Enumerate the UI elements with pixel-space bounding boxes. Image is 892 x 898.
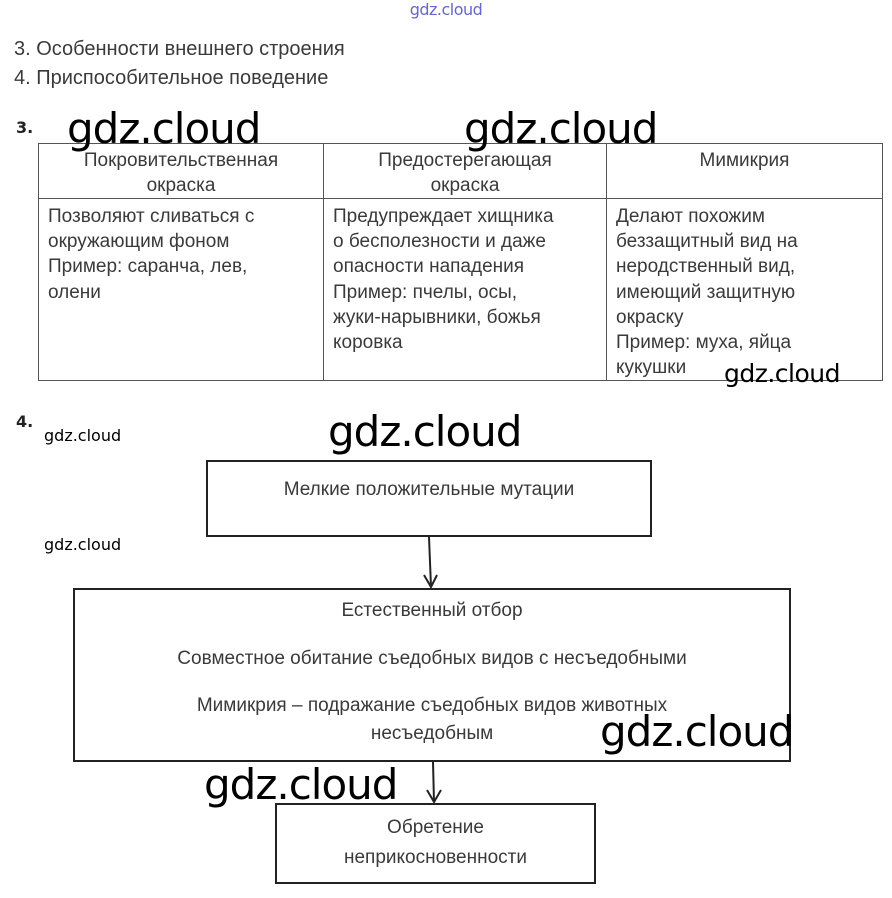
table-row: Позволяют сливаться с окружающим фоном П… [38, 197, 883, 382]
section-3-number: 3. [16, 118, 34, 137]
cell-line: Пример: муха, яйца [616, 332, 792, 354]
cell-line: жуки-нарывники, божья [333, 306, 541, 328]
watermark: gdz.cloud [67, 104, 261, 153]
cell-line: Пример: саранча, лев, [48, 256, 248, 278]
header-cell-mimicry: Мимикрия [606, 143, 883, 199]
section-4-number: 4. [16, 412, 34, 431]
header-text: окраска [430, 175, 500, 196]
list-item: 4. Приспособительное поведение [14, 67, 329, 89]
watermark: gdz.cloud [204, 760, 398, 809]
result-box: Обретение неприкосновенности [275, 803, 596, 884]
watermark: gdz.cloud [724, 359, 841, 388]
cell-line: Делают похожим [616, 206, 765, 227]
watermark: gdz.cloud [328, 407, 522, 456]
cell-line: неродственный вид, [616, 256, 796, 278]
watermark: gdz.cloud [44, 426, 122, 445]
cell-line: Пример: пчелы, осы, [333, 281, 518, 303]
header-watermark: gdz.cloud [409, 0, 483, 19]
cell-line: Предупреждает хищника [333, 206, 554, 227]
box-text: несъедобным [370, 723, 494, 744]
cell-line: коровка [333, 332, 403, 354]
natural-selection-box: Естественный отбор Совместное обитание с… [73, 588, 791, 762]
box-text: неприкосновенности [344, 847, 527, 868]
header-text: окраска [146, 175, 216, 196]
cell-line: опасности нападения [333, 256, 525, 278]
cell-line: окраску [616, 306, 684, 328]
header-text: Предостерегающая [378, 150, 552, 171]
table-cell: Делают похожим беззащитный вид на неродс… [606, 197, 883, 382]
cell-line: о бесполезности и даже [333, 231, 546, 253]
header-cell-warning: Предостерегающая окраска [323, 143, 607, 199]
watermark: gdz.cloud [44, 535, 122, 554]
box-title: Естественный отбор [341, 600, 523, 621]
adaptation-table: Покровительственная окраска Предостерега… [38, 143, 883, 382]
table-cell: Предупреждает хищника о бесполезности и … [323, 197, 607, 382]
cell-line: окружающим фоном [48, 231, 230, 253]
cell-line: Позволяют сливаться с [48, 206, 255, 227]
box-text: Мимикрия – подражание съедобных видов жи… [196, 695, 668, 716]
header-cell-protective: Покровительственная окраска [38, 143, 324, 199]
header-text: Покровительственная [83, 150, 279, 171]
box-text: Обретение [387, 817, 484, 838]
header-text: Мимикрия [699, 150, 790, 171]
cell-line: кукушки [616, 357, 687, 379]
box-text: Мелкие положительные мутации [283, 479, 575, 500]
cell-line: олени [48, 281, 101, 303]
table-header-row: Покровительственная окраска Предостерега… [38, 143, 883, 199]
cell-line: имеющий защитную [616, 281, 796, 303]
watermark: gdz.cloud [464, 104, 658, 153]
box-text: Совместное обитание съедобных видов с не… [177, 648, 687, 669]
arrow-down-icon [423, 536, 438, 590]
watermark: gdz.cloud [600, 707, 794, 756]
arrow-down-icon [426, 761, 442, 804]
list-item: 3. Особенности внешнего строения [14, 38, 345, 60]
table-cell: Позволяют сливаться с окружающим фоном П… [38, 197, 324, 382]
mutations-box: Мелкие положительные мутации [206, 460, 652, 537]
cell-line: беззащитный вид на [616, 231, 798, 253]
